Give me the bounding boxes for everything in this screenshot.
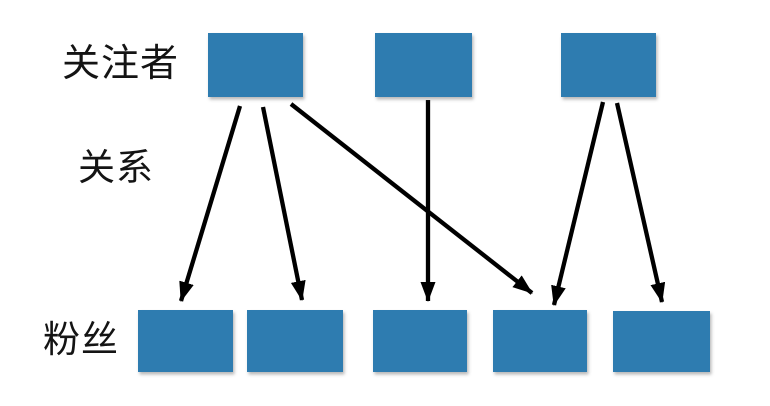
follower-box-3 [561, 33, 656, 97]
fan-box-4 [493, 310, 587, 372]
fan-box-2 [247, 310, 343, 372]
relation-arrow-follower-1-to-fan-2 [260, 106, 306, 301]
fan-box-1 [138, 310, 233, 372]
row-label-followers: 关注者 [62, 43, 180, 85]
relation-arrow-follower-1-to-fan-1 [178, 105, 243, 302]
fan-box-3 [373, 310, 467, 372]
row-label-relations: 关系 [78, 147, 154, 188]
follower-box-2 [375, 33, 472, 97]
relation-arrow-follower-3-to-fan-4 [551, 101, 606, 306]
fan-box-5 [613, 311, 710, 372]
relation-arrow-follower-3-to-fan-5 [614, 102, 666, 303]
follower-box-1 [208, 33, 303, 97]
row-label-fans: 粉丝 [43, 319, 119, 360]
relation-arrow-follower-1-to-fan-4 [289, 102, 534, 295]
